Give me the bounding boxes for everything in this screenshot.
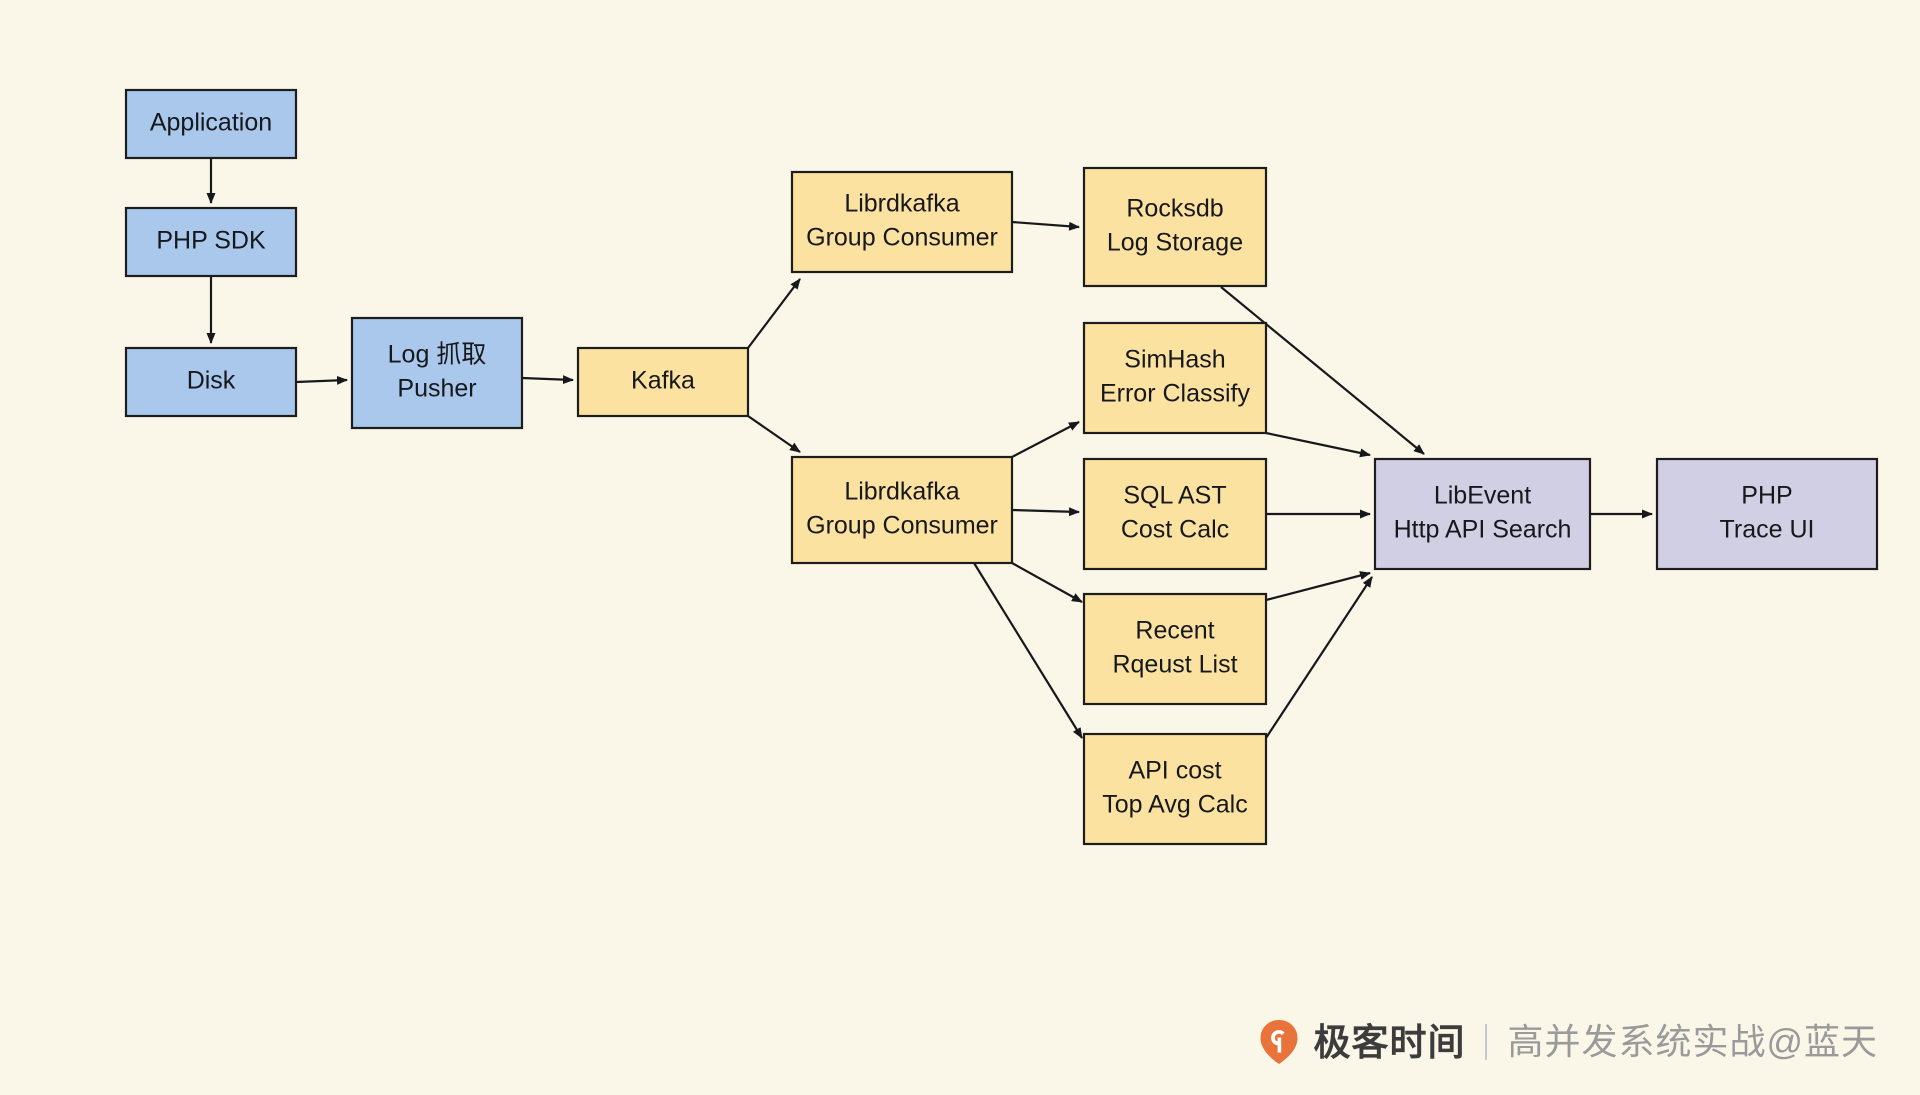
node-label-disk-line1: Disk — [187, 367, 236, 395]
node-label-sql_ast-line2: Cost Calc — [1121, 516, 1229, 544]
node-box-simhash — [1082, 321, 1268, 435]
node-label-kafka-line1: Kafka — [631, 367, 695, 395]
edge-kafka-to-consumer-bottom — [747, 415, 801, 453]
node-label-libevent-line1: LibEvent — [1434, 482, 1531, 510]
node-box-log_pusher — [350, 316, 524, 430]
node-label-consumer_top-line1: Librdkafka — [844, 190, 959, 218]
node-box-recent_list — [1082, 592, 1268, 706]
node-box-api_cost — [1082, 732, 1268, 846]
node-label-recent_list-line1: Recent — [1135, 617, 1214, 645]
node-label-simhash-line1: SimHash — [1124, 346, 1225, 374]
node-label-rocksdb-line1: Rocksdb — [1126, 195, 1223, 223]
node-label-php_trace_ui-line2: Trace UI — [1720, 516, 1815, 544]
edge-recent-list-to-libevent — [1265, 571, 1371, 602]
edge-consumer-bottom-to-recent-list — [1011, 562, 1083, 603]
node-kafka[interactable]: Kafka — [576, 346, 750, 418]
node-label-consumer_top-line2: Group Consumer — [806, 224, 998, 252]
node-label-api_cost-line2: Top Avg Calc — [1102, 791, 1247, 819]
edge-api-cost-to-libevent — [1265, 576, 1373, 739]
node-label-php_sdk-line1: PHP SDK — [156, 227, 266, 255]
node-application[interactable]: Application — [124, 88, 298, 160]
node-label-application-line1: Application — [150, 109, 272, 137]
node-label-recent_list-line2: Rqeust List — [1112, 651, 1237, 679]
node-label-php_trace_ui-line1: PHP — [1741, 482, 1792, 510]
node-box-sql_ast — [1082, 457, 1268, 571]
edge-log-pusher-to-kafka — [521, 375, 574, 385]
node-box-php_trace_ui — [1655, 457, 1879, 571]
edge-rocksdb-to-libevent — [1220, 286, 1425, 455]
edge-consumer-bottom-to-sql-ast — [1011, 507, 1080, 517]
edge-consumer-bottom-to-api-cost — [973, 562, 1083, 739]
node-label-log_pusher-line2: Pusher — [397, 375, 476, 403]
node-box-php_sdk — [124, 206, 298, 278]
node-box-consumer_bot — [790, 455, 1014, 565]
node-label-simhash-line2: Error Classify — [1100, 380, 1251, 408]
edges-layer — [206, 158, 1653, 739]
node-sql_ast[interactable]: SQL AST Cost Calc — [1082, 457, 1268, 571]
edge-kafka-to-consumer-top — [747, 278, 801, 349]
edge-consumer-top-to-rocksdb — [1011, 220, 1080, 231]
node-box-disk — [124, 346, 298, 418]
watermark-brand: 极客时间 — [1313, 1021, 1466, 1063]
watermark-course: 高并发系统实战@蓝天 — [1507, 1021, 1878, 1062]
edge-disk-to-log-pusher — [295, 375, 348, 385]
node-box-rocksdb — [1082, 166, 1268, 288]
watermark: 极客时间 高并发系统实战@蓝天 — [1259, 1019, 1878, 1065]
node-label-log_pusher-line1: Log 抓取 — [388, 341, 487, 369]
node-box-kafka — [576, 346, 750, 418]
node-label-libevent-line2: Http API Search — [1394, 516, 1572, 544]
node-disk[interactable]: Disk — [124, 346, 298, 418]
node-label-sql_ast-line1: SQL AST — [1123, 482, 1226, 510]
node-box-consumer_top — [790, 170, 1014, 274]
geekbang-logo-icon — [1259, 1019, 1299, 1065]
node-log_pusher[interactable]: Log 抓取 Pusher — [350, 316, 524, 430]
edge-consumer-bottom-to-simhash — [1011, 421, 1080, 458]
node-box-application — [124, 88, 298, 160]
node-label-consumer_bot-line1: Librdkafka — [844, 478, 959, 506]
node-php_sdk[interactable]: PHP SDK — [124, 206, 298, 278]
edge-simhash-to-libevent — [1265, 431, 1371, 458]
node-label-rocksdb-line2: Log Storage — [1107, 229, 1243, 257]
watermark-divider — [1485, 1024, 1488, 1060]
node-label-api_cost-line1: API cost — [1128, 757, 1221, 785]
node-php_trace_ui[interactable]: PHP Trace UI — [1655, 457, 1879, 571]
node-box-libevent — [1373, 457, 1592, 571]
node-label-consumer_bot-line2: Group Consumer — [806, 512, 998, 540]
